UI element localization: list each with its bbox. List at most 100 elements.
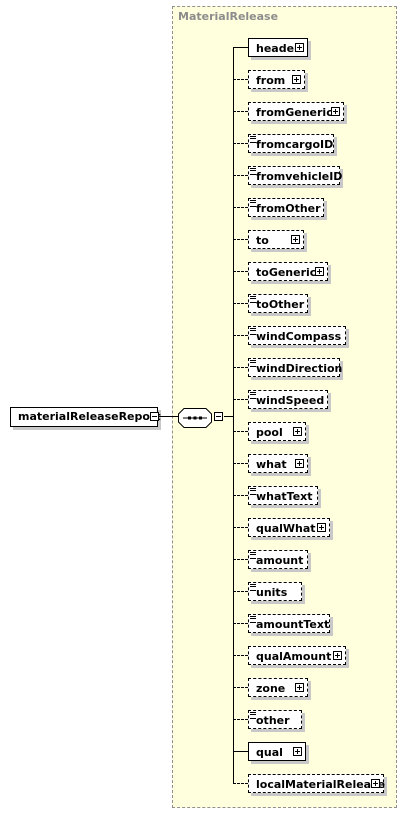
element-what-text[interactable]: whatText — [248, 486, 318, 505]
root-element-box[interactable]: materialReleaseReport — [10, 407, 161, 427]
trunk-line — [233, 47, 234, 784]
group-label: MaterialRelease — [178, 10, 279, 23]
element-label: other — [256, 714, 290, 727]
simple-type-icon — [250, 200, 256, 207]
element-from-other[interactable]: fromOther — [248, 198, 324, 217]
sequence-connector — [224, 416, 233, 417]
child-connector — [233, 655, 248, 656]
element-wind-speed[interactable]: windSpeed — [248, 390, 328, 409]
element-label: windCompass — [256, 330, 342, 343]
element-label: fromOther — [256, 202, 321, 215]
element-amount[interactable]: amount — [248, 550, 308, 569]
child-connector — [233, 367, 248, 368]
element-zone[interactable]: zone — [248, 678, 308, 697]
sequence-compositor-icon[interactable] — [178, 408, 218, 428]
element-qual-what[interactable]: qualWhat — [248, 518, 330, 537]
expand-icon[interactable] — [293, 747, 302, 756]
simple-type-icon — [250, 616, 256, 623]
simple-type-icon — [250, 552, 256, 559]
element-label: fromcargoID — [256, 138, 334, 151]
element-label: toGeneric — [256, 266, 317, 279]
element-label: whatText — [256, 490, 313, 503]
child-connector — [233, 623, 248, 624]
element-label: pool — [256, 426, 283, 439]
element-wind-compass[interactable]: windCompass — [248, 326, 346, 345]
element-units[interactable]: units — [248, 582, 302, 601]
root-element-label: materialReleaseReport — [18, 410, 161, 423]
element-label: windSpeed — [256, 394, 325, 407]
child-connector — [233, 303, 248, 304]
simple-type-icon — [250, 712, 256, 719]
expand-icon[interactable] — [291, 235, 300, 244]
simple-type-icon — [250, 584, 256, 591]
expand-icon[interactable] — [295, 459, 304, 468]
simple-type-icon — [250, 296, 256, 303]
element-label: qualWhat — [256, 522, 316, 535]
expand-icon[interactable] — [371, 779, 380, 788]
element-label: what — [256, 458, 287, 471]
element-qual-amount[interactable]: qualAmount — [248, 646, 346, 665]
element-fromvehicle-i-d[interactable]: fromvehicleID — [248, 166, 343, 185]
element-header[interactable]: header — [248, 38, 308, 57]
child-connector — [233, 527, 248, 528]
simple-type-icon — [250, 360, 256, 367]
child-connector — [233, 335, 248, 336]
simple-type-icon — [250, 136, 256, 143]
element-label: units — [256, 586, 288, 599]
element-label: toOther — [256, 298, 305, 311]
sequence-collapse-icon[interactable] — [214, 412, 223, 421]
child-connector — [233, 463, 248, 464]
child-connector — [233, 47, 248, 48]
child-connector — [233, 239, 248, 240]
element-label: zone — [256, 682, 286, 695]
element-label: amount — [256, 554, 304, 567]
element-qual[interactable]: qual — [248, 742, 306, 761]
expand-icon[interactable] — [331, 107, 340, 116]
element-from[interactable]: from — [248, 70, 305, 89]
child-connector — [233, 559, 248, 560]
child-connector — [233, 175, 248, 176]
child-connector — [233, 783, 248, 784]
element-from-generic[interactable]: fromGeneric — [248, 102, 344, 121]
element-label: from — [256, 74, 286, 87]
collapse-icon[interactable] — [150, 412, 159, 421]
element-label: fromvehicleID — [256, 170, 343, 183]
element-to-other[interactable]: toOther — [248, 294, 308, 313]
element-label: fromGeneric — [256, 106, 333, 119]
connector-line — [159, 416, 179, 417]
simple-type-icon — [250, 392, 256, 399]
child-connector — [233, 399, 248, 400]
simple-type-icon — [250, 168, 256, 175]
child-connector — [233, 687, 248, 688]
element-label: header — [256, 42, 300, 55]
element-to[interactable]: to — [248, 230, 304, 249]
expand-icon[interactable] — [315, 267, 324, 276]
child-connector — [233, 431, 248, 432]
element-pool[interactable]: pool — [248, 422, 306, 441]
element-wind-direction[interactable]: windDirection — [248, 358, 343, 377]
expand-icon[interactable] — [333, 651, 342, 660]
element-what[interactable]: what — [248, 454, 308, 473]
expand-icon[interactable] — [295, 43, 304, 52]
expand-icon[interactable] — [317, 523, 326, 532]
simple-type-icon — [250, 488, 256, 495]
child-connector — [233, 495, 248, 496]
child-connector — [233, 79, 248, 80]
child-connector — [233, 751, 248, 752]
element-amount-text[interactable]: amountText — [248, 614, 330, 633]
element-to-generic[interactable]: toGeneric — [248, 262, 328, 281]
element-label: to — [256, 234, 269, 247]
element-label: localMaterialRelease — [256, 778, 386, 791]
expand-icon[interactable] — [295, 683, 304, 692]
element-label: windDirection — [256, 362, 343, 375]
simple-type-icon — [250, 328, 256, 335]
child-connector — [233, 143, 248, 144]
element-label: amountText — [256, 618, 330, 631]
element-other[interactable]: other — [248, 710, 302, 729]
child-connector — [233, 719, 248, 720]
child-connector — [233, 111, 248, 112]
expand-icon[interactable] — [292, 75, 301, 84]
expand-icon[interactable] — [293, 427, 302, 436]
element-local-material-release[interactable]: localMaterialRelease — [248, 774, 386, 793]
element-fromcargo-i-d[interactable]: fromcargoID — [248, 134, 334, 153]
